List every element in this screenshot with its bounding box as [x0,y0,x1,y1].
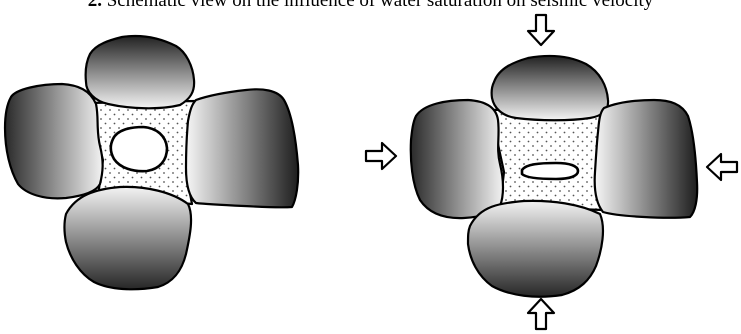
hollow-arrow-icon [526,13,556,47]
grain-bottom [63,185,193,291]
grain-top [84,34,196,110]
grain-assemblage-stressed [409,54,699,298]
grain-left [3,82,104,200]
hollow-arrow-icon [705,152,739,182]
grain-bottom [466,199,605,298]
grain-top [490,54,610,122]
grain-right [184,88,300,209]
hollow-arrow-icon [526,297,556,331]
grain-right [593,98,699,219]
closed-pore [520,161,580,181]
caption-prefix: 2. [87,0,102,11]
hollow-arrow-icon [364,141,398,171]
grain-assemblage-unstressed [3,34,300,291]
figure-caption: 2. Schematic view on the influence of wa… [0,0,741,13]
pore-cement [490,105,606,212]
grain-left [409,98,505,220]
open-pore [109,125,169,173]
caption-text: Schematic view on the influence of water… [101,0,654,11]
